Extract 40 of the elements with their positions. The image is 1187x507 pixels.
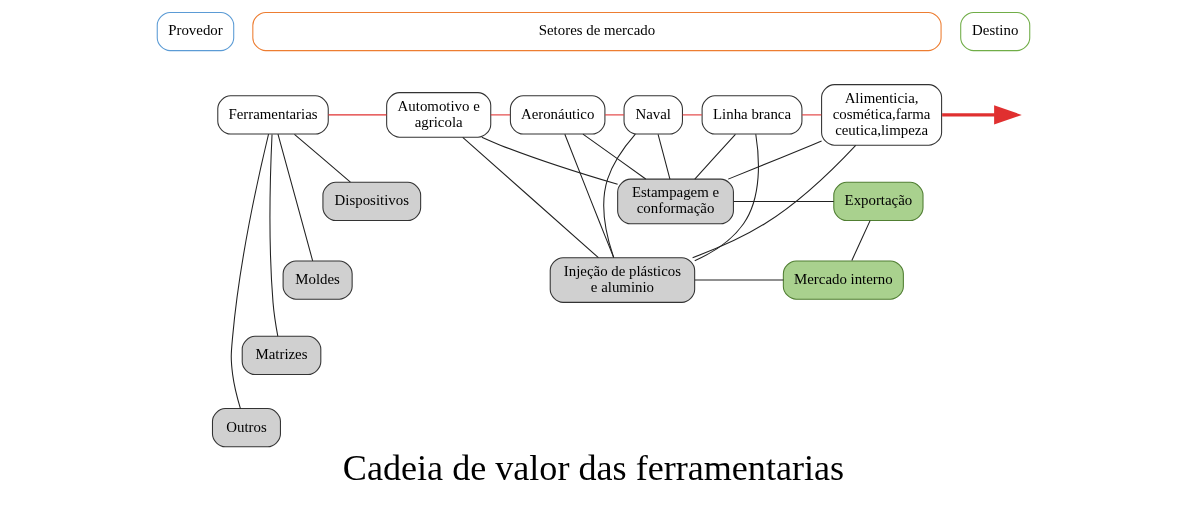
connector [694,279,784,281]
connector [269,134,279,337]
connector [604,114,625,116]
node-box: Mercado interno [782,260,904,300]
connector [277,133,314,262]
node-box: Injeção de plásticos e aluminio [549,257,696,303]
connector [801,114,822,116]
node-box: Alimenticia, cosmética,farma ceutica,limpeza [821,84,943,146]
node-box: Naval [623,95,683,135]
arrow [942,105,1022,125]
connector [657,133,671,180]
node-box: Linha branca [701,95,803,135]
node-box: Ferramentarias [217,95,329,135]
node-box: Matrizes [241,335,322,376]
connector [490,114,511,116]
connector [327,114,388,116]
node-box: Automotivo e agricola [386,92,492,138]
connector [692,144,857,259]
connector [733,200,835,202]
connector [694,133,736,180]
connector [603,133,636,258]
connector [727,140,823,180]
diagram-title: Cadeia de valor das ferramentarias [342,447,845,488]
connector [582,133,647,180]
node-box: Moldes [282,260,353,300]
node-box: Provedor [156,11,235,52]
connector [851,220,871,261]
connector [293,133,351,183]
node-box: Exportação [833,181,924,222]
connector [230,133,270,410]
node-box: Aeronáutico [509,95,606,135]
node-box: Estampagem e conformação [617,178,734,225]
node-box: Dispositivos [322,181,422,222]
connector [694,133,759,262]
node-box: Setores de mercado [252,11,942,52]
connector [682,114,703,116]
connector [462,136,599,259]
connector [481,136,619,185]
node-box: Destino [960,11,1031,52]
node-box: Outros [211,408,281,448]
